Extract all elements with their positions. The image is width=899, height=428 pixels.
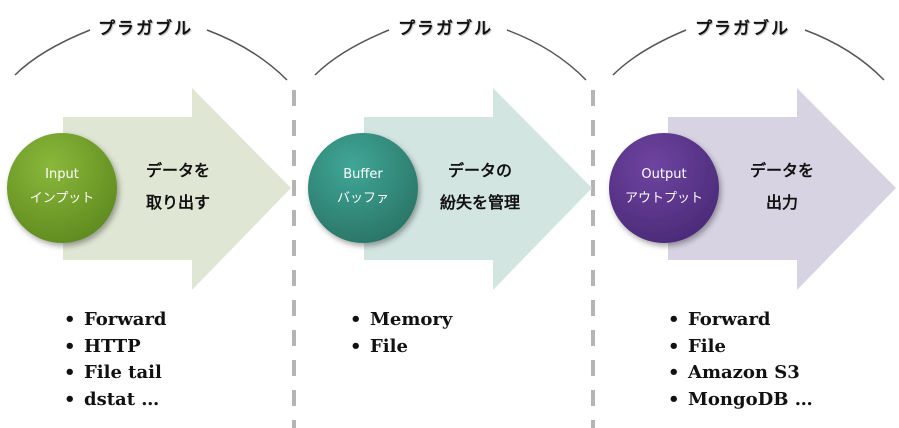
stage-circle-input (7, 133, 117, 243)
pluggable-label-output: プラガブル (695, 19, 790, 39)
stage-circle-label-output: Output アウトプット (609, 163, 719, 211)
stage-name-en: Buffer (343, 167, 383, 182)
stage-circle-output (609, 133, 719, 243)
list-item: MongoDB … (668, 387, 813, 414)
flow-arrow-output (668, 88, 896, 290)
plugin-list-buffer: Memory File (350, 307, 452, 360)
description-line: 取り出す (145, 193, 210, 212)
list-item: Memory (350, 307, 452, 334)
stage-circle-label-buffer: Buffer バッファ (308, 163, 418, 211)
list-item: File tail (64, 360, 167, 387)
stage-name-ja: インプット (29, 191, 95, 206)
pluggable-label-input: プラガブル (98, 19, 193, 39)
list-item: File (668, 334, 813, 361)
list-item: Forward (668, 307, 813, 334)
stage-name-ja: アウトプット (624, 191, 703, 206)
flow-arrow-buffer (364, 88, 592, 290)
description-line: 紛失を管理 (439, 193, 520, 212)
stage-name-en: Input (45, 167, 79, 182)
list-item: Amazon S3 (668, 360, 813, 387)
description-line: データを (749, 161, 814, 180)
list-item: Forward (64, 307, 167, 334)
description-line: 出力 (765, 193, 798, 212)
stage-circle-buffer (308, 133, 418, 243)
list-item: dstat … (64, 387, 167, 414)
stage-description-input: データを 取り出す (118, 155, 238, 219)
description-line: データを (145, 161, 210, 180)
stage-circle-label-input: Input インプット (7, 163, 117, 211)
list-item: File (350, 334, 452, 361)
stage-description-output: データを 出力 (722, 155, 842, 219)
plugin-list-input: Forward HTTP File tail dstat … (64, 307, 167, 413)
plugin-list-output: Forward File Amazon S3 MongoDB … (668, 307, 813, 413)
pluggable-label-buffer: プラガブル (398, 19, 493, 39)
flow-arrow-input (63, 88, 291, 290)
list-item: HTTP (64, 334, 167, 361)
pluggable-arc-output (612, 29, 885, 81)
pluggable-arc-input (14, 29, 288, 81)
stage-description-buffer: データの 紛失を管理 (420, 155, 540, 219)
pluggable-arc-buffer (314, 29, 587, 81)
stage-name-en: Output (641, 167, 687, 182)
stage-name-ja: バッファ (336, 191, 389, 206)
description-line: データの (447, 161, 512, 180)
